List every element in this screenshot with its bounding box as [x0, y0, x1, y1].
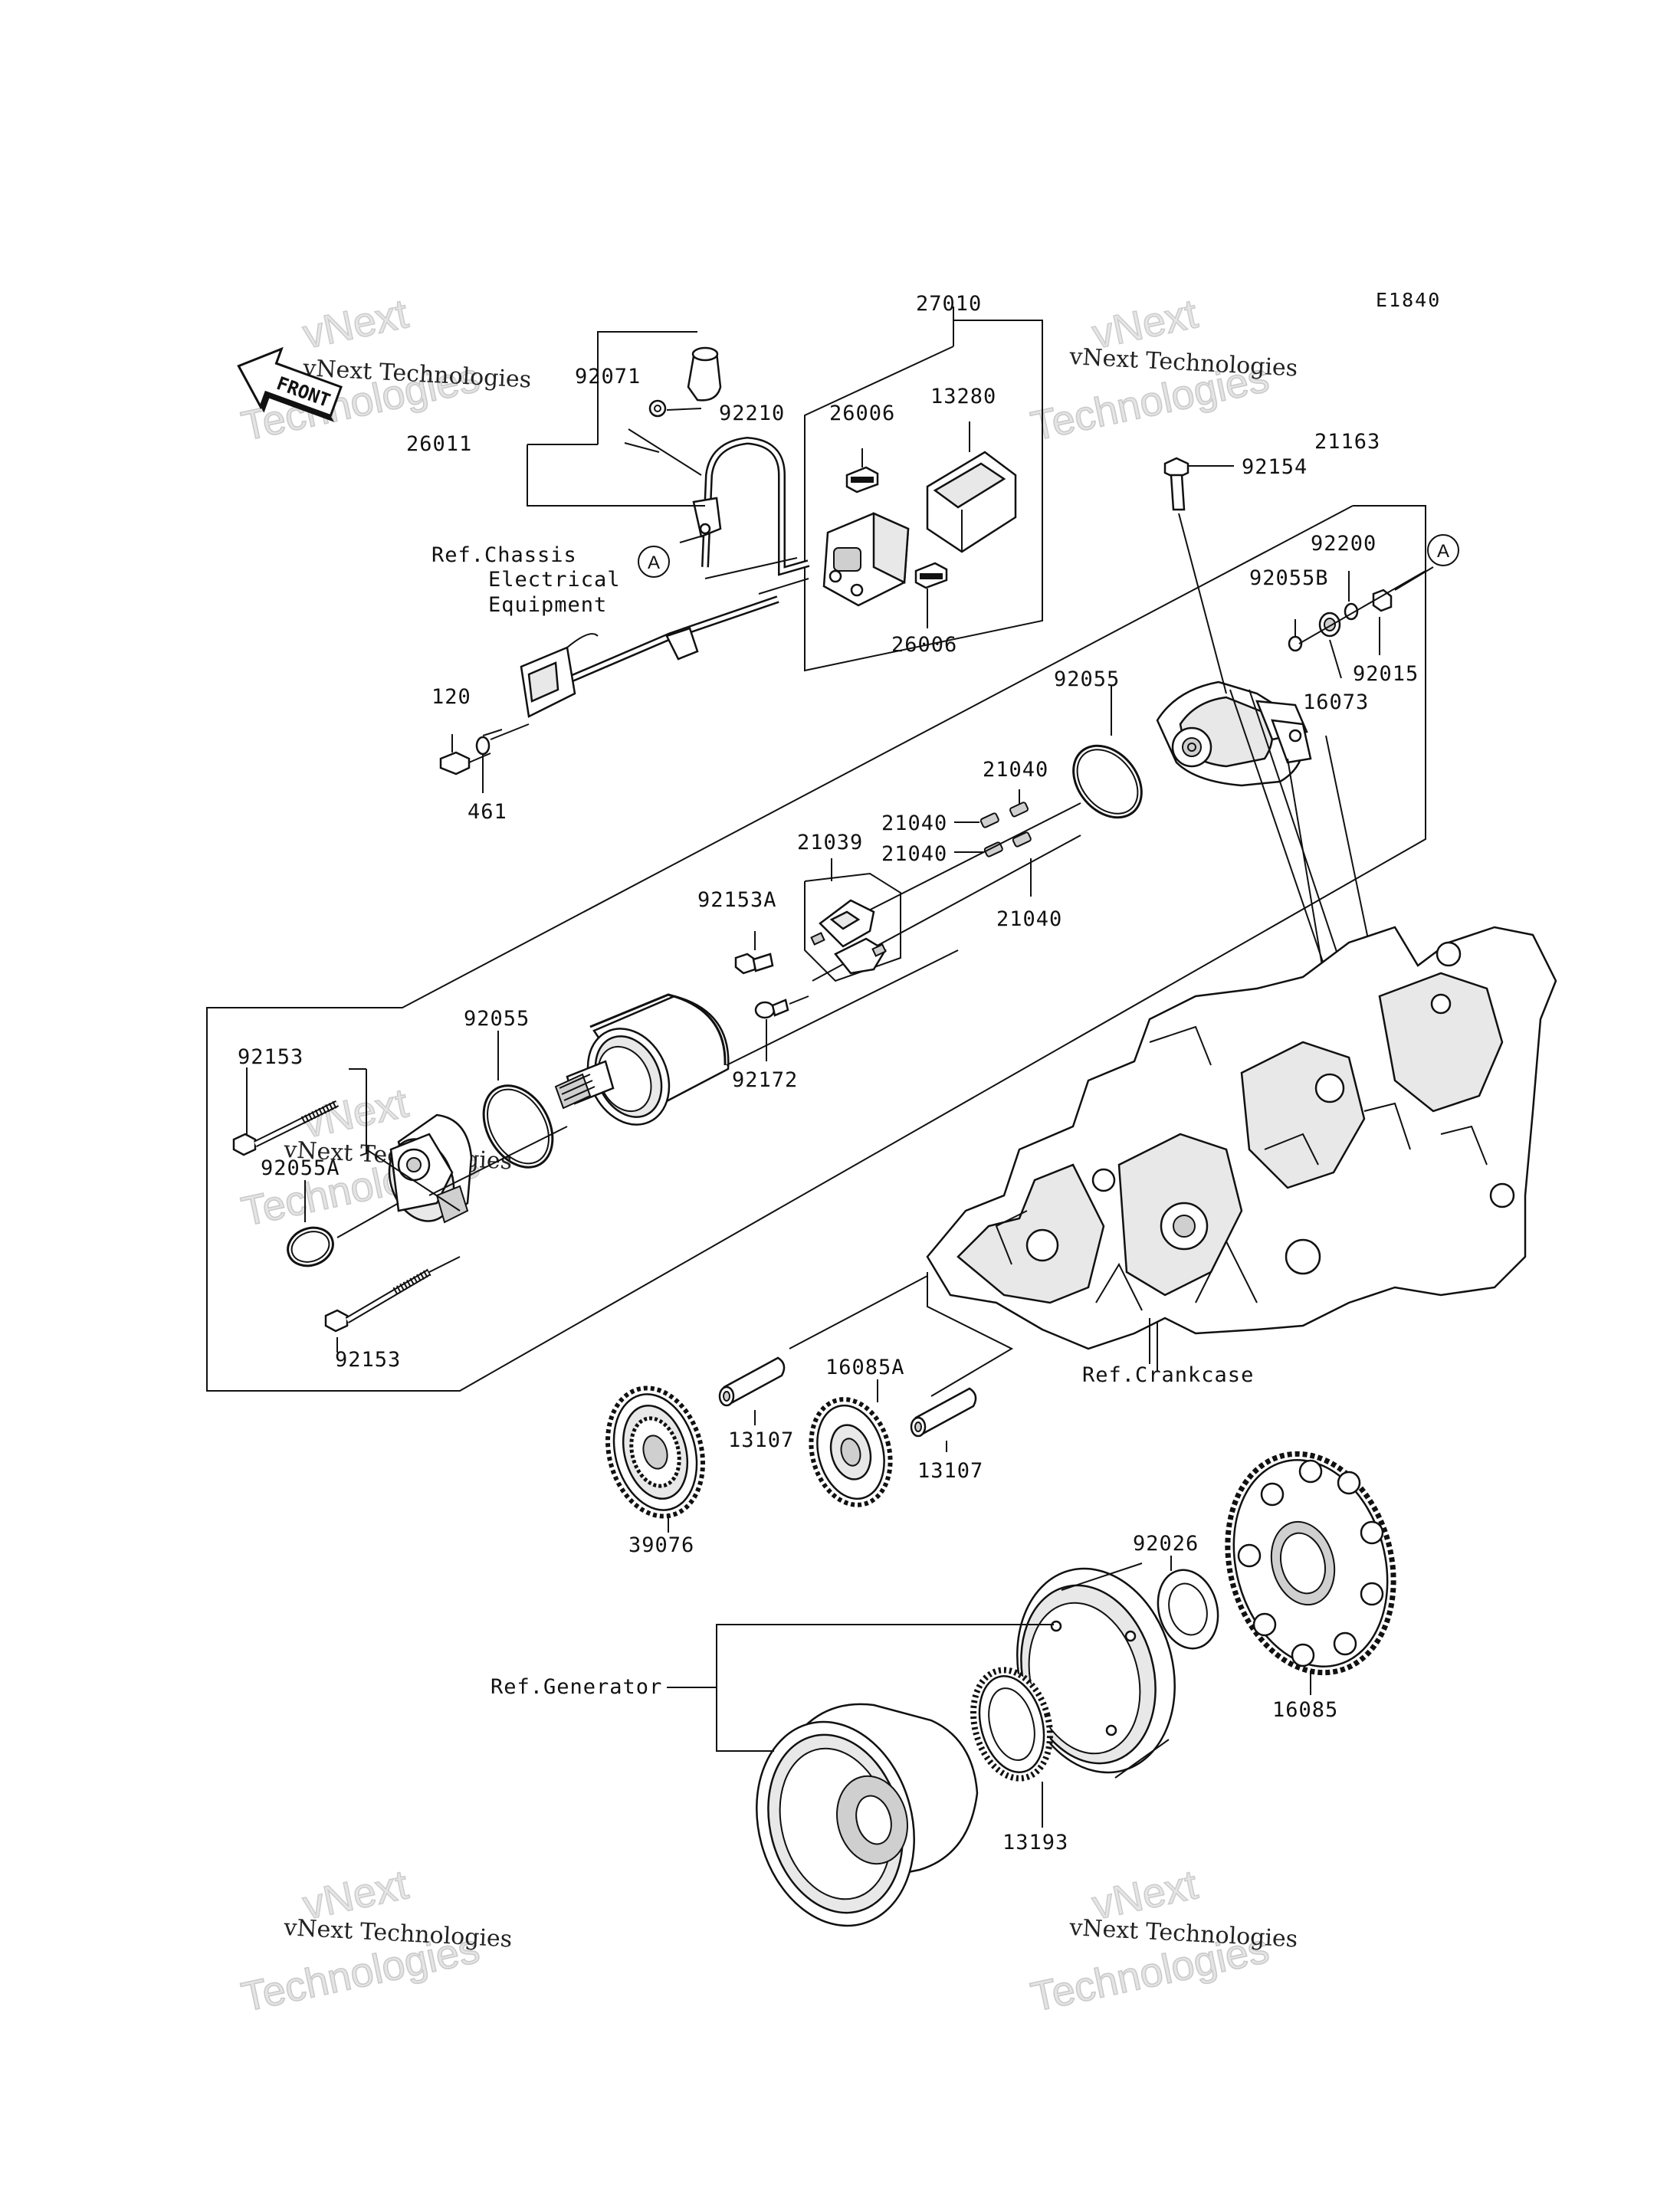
label-21040-c: 21040	[881, 842, 947, 866]
label-26006-top: 26006	[829, 402, 895, 425]
ref-marker-a-right: A	[1427, 534, 1459, 566]
brush-21040-b	[1009, 802, 1029, 818]
brush-holder-21039	[804, 872, 901, 982]
rear-cover-16073	[1156, 680, 1312, 787]
fuse-bottom	[914, 562, 948, 589]
watermark-vnext: vNext	[299, 290, 412, 357]
oring-92055-upper	[1072, 744, 1143, 819]
bolt-92154	[1163, 457, 1189, 511]
screw-92172	[754, 998, 789, 1019]
part-labels: 27010 92071 92210 26011 26006 13280 2600…	[238, 292, 1419, 1854]
label-16085: 16085	[1272, 1698, 1338, 1722]
label-ref-chassis-1: Ref.Chassis	[431, 543, 577, 567]
generator-rotor	[756, 1703, 979, 1927]
label-120: 120	[431, 685, 471, 709]
label-21040-a: 21040	[983, 758, 1048, 782]
oring-92055-lower	[482, 1084, 554, 1169]
relay-kit-group	[804, 307, 1043, 672]
ref-marker-a-left: A	[638, 546, 670, 578]
label-13107-b: 13107	[917, 1459, 983, 1483]
pin-13107-a	[718, 1356, 786, 1407]
oring-92055A	[287, 1226, 334, 1267]
svg-text:A: A	[648, 553, 660, 573]
starter-outline-frame	[206, 505, 1426, 1392]
svg-text:A: A	[1437, 541, 1449, 562]
bolt-92153-upper	[232, 1100, 340, 1156]
washer-92026	[1157, 1569, 1219, 1650]
label-ref-crankcase: Ref.Crankcase	[1082, 1363, 1254, 1387]
watermark-bottom-left: vNext Technologies vNext Technologies	[237, 1861, 513, 2022]
starter-clutch-housing	[1016, 1562, 1176, 1779]
label-27010: 27010	[916, 292, 982, 316]
label-21039: 21039	[797, 831, 863, 854]
brush-21040-a	[979, 812, 999, 828]
label-92153-lower: 92153	[335, 1348, 401, 1372]
label-13107-a: 13107	[728, 1428, 794, 1452]
relay-body	[822, 512, 910, 607]
label-ref-chassis-3: Equipment	[488, 593, 607, 617]
label-92200: 92200	[1311, 532, 1376, 556]
label-ref-chassis-2: Electrical	[488, 568, 621, 592]
label-92055B: 92055B	[1249, 566, 1329, 590]
label-13193: 13193	[1002, 1831, 1068, 1854]
label-ref-generator: Ref.Generator	[491, 1675, 662, 1699]
label-13280: 13280	[930, 385, 996, 408]
label-92055-lower: 92055	[464, 1007, 530, 1031]
washer-92200	[1318, 612, 1341, 638]
label-92026: 92026	[1133, 1532, 1199, 1556]
label-16085A: 16085A	[825, 1356, 905, 1379]
watermark-top-right: vNext Technologies vNext Technologies	[1026, 290, 1298, 451]
label-92172: 92172	[732, 1068, 798, 1092]
starter-yoke	[554, 993, 730, 1126]
gear-16085A	[809, 1397, 893, 1507]
bolt-120	[439, 751, 491, 776]
label-92153A: 92153A	[697, 888, 777, 912]
nut-92015	[1372, 589, 1393, 612]
label-92153-upper: 92153	[238, 1045, 304, 1069]
label-39076: 39076	[628, 1533, 694, 1557]
relay-cover	[926, 451, 1017, 553]
label-92154: 92154	[1242, 455, 1308, 479]
gear-16085	[1225, 1451, 1396, 1676]
diagram-code: E1840	[1376, 289, 1441, 311]
watermark-bottom-right: vNext Technologies vNext Technologies	[1026, 1861, 1298, 2022]
label-92055A: 92055A	[261, 1156, 340, 1180]
nut-92210	[648, 399, 667, 418]
label-21040-d: 21040	[996, 907, 1062, 931]
crankcase	[926, 926, 1557, 1350]
one-way-clutch-13193	[970, 1667, 1053, 1782]
label-21163: 21163	[1314, 430, 1380, 454]
gear-39076	[605, 1385, 705, 1519]
front-arrow-icon: FRONT	[237, 346, 343, 422]
label-92015: 92015	[1353, 662, 1419, 686]
pin-13107-b	[910, 1387, 977, 1438]
label-92071: 92071	[575, 365, 641, 389]
fuse-top	[845, 466, 879, 494]
starter-front-cover	[388, 1113, 473, 1224]
brush-21040-d	[1012, 831, 1032, 848]
chassis-bracket	[520, 578, 809, 718]
washer-461	[475, 736, 491, 756]
label-21040-b: 21040	[881, 812, 947, 835]
oring-92055B	[1288, 635, 1303, 652]
label-92055-upper: 92055	[1054, 667, 1120, 691]
bolt-92153-lower	[324, 1268, 431, 1333]
label-461: 461	[468, 800, 507, 824]
screw-92153A	[734, 953, 774, 975]
brush-21040-c	[983, 841, 1003, 857]
starter-cable	[648, 346, 810, 579]
label-26011: 26011	[406, 432, 472, 456]
label-92210: 92210	[719, 402, 785, 425]
label-16073: 16073	[1303, 690, 1369, 714]
label-26006-bottom: 26006	[891, 633, 957, 657]
cable-boot	[687, 346, 722, 402]
